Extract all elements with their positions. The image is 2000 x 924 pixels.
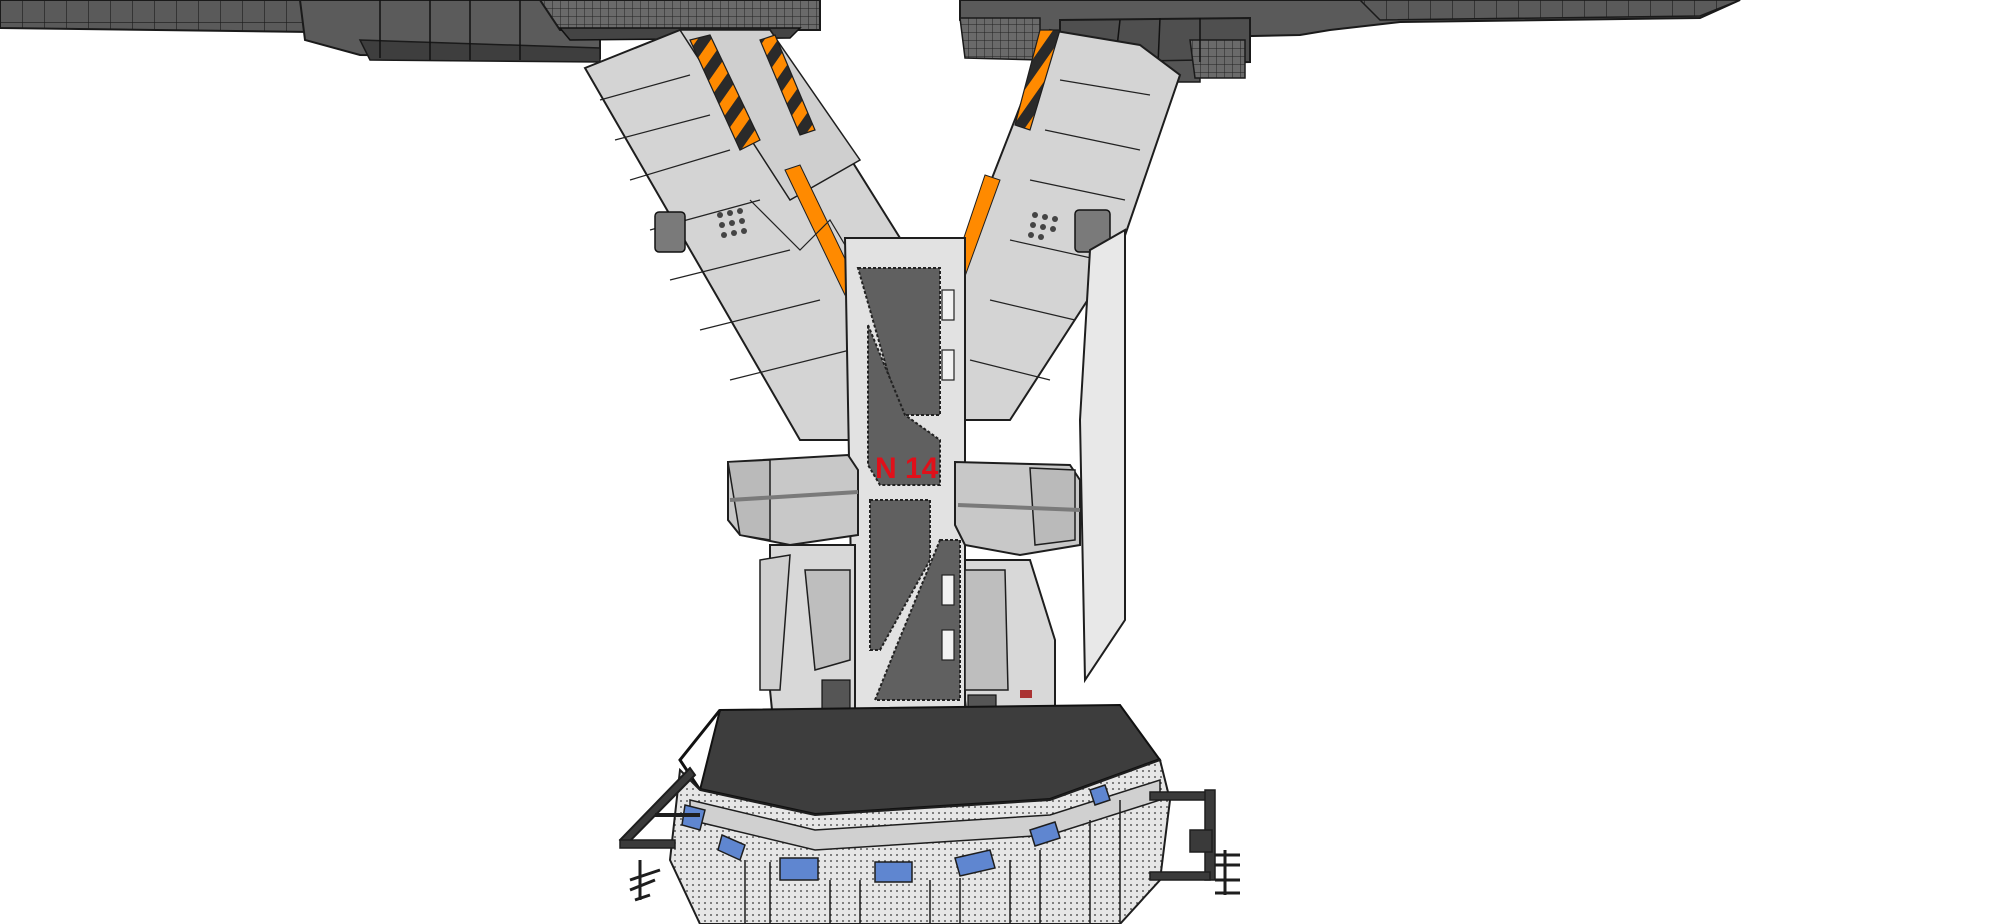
left-gantry xyxy=(618,766,700,902)
right-gantry xyxy=(1149,789,1240,895)
top-left-wing xyxy=(0,0,821,63)
bolt-cluster-left xyxy=(717,208,747,238)
bolt-cluster-right xyxy=(1028,212,1058,240)
right-diagonal-strut xyxy=(947,28,1182,684)
left-diagonal-strut xyxy=(583,29,922,441)
tower-label: N 14 xyxy=(875,452,939,485)
base-ring xyxy=(668,758,1172,924)
blue-windows xyxy=(681,784,1111,883)
